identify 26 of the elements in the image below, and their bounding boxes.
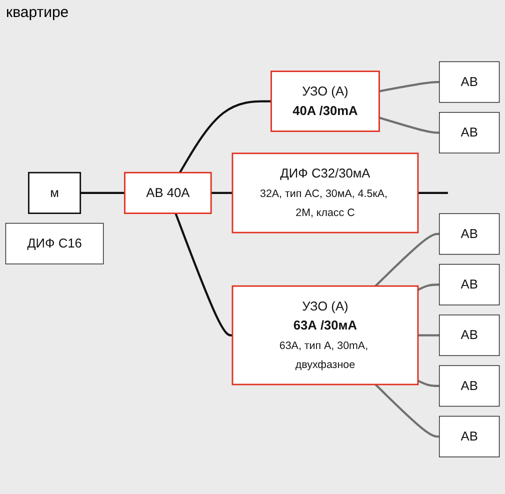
node-box: АВ 40А xyxy=(124,172,212,214)
node-box: АВ xyxy=(439,416,500,458)
node-box: АВ xyxy=(439,213,500,255)
connector xyxy=(417,380,440,388)
node-box: АВ xyxy=(439,112,500,154)
node-box: АВ xyxy=(439,314,500,356)
node-box: ДИФ С16 xyxy=(5,223,104,264)
node-box: м xyxy=(28,172,82,214)
connector xyxy=(374,233,440,287)
node-box: УЗО (А) 40A /30mA xyxy=(270,70,380,132)
node-box: АВ xyxy=(439,365,500,407)
connector xyxy=(418,334,440,337)
connector xyxy=(374,384,440,438)
connector xyxy=(418,192,448,194)
note-text: квартире xyxy=(6,4,70,21)
connector xyxy=(80,192,125,194)
node-box: ДИФ С32/30мА 32A, тип AC, 30мА, 4.5кА, 2M, класс C xyxy=(232,152,419,234)
connector xyxy=(417,284,440,292)
connector xyxy=(378,116,440,134)
connector xyxy=(379,81,440,92)
connector xyxy=(211,192,232,194)
node-box: АВ xyxy=(439,264,500,306)
connector xyxy=(174,213,232,337)
node-box: УЗО (А) 63А /30мА 63A, тип A, 30mA, двухфазное xyxy=(232,286,419,386)
node-box: АВ xyxy=(439,62,500,103)
connector xyxy=(178,100,272,174)
